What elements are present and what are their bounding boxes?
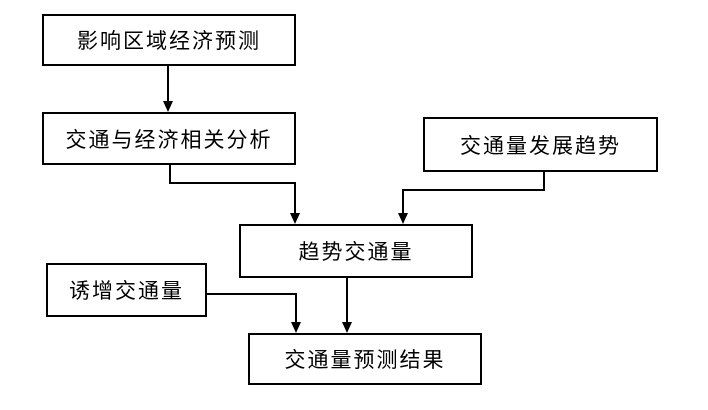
node-traffic-economic-analysis-label: 交通与经济相关分析 [65,127,273,152]
connector-traffic-economic-analysis-to-trend-traffic [169,165,296,215]
node-trend-traffic-label: 趋势交通量 [298,240,414,264]
connector-induced-traffic-to-forecast-result [207,293,297,324]
node-traffic-economic-analysis: 交通与经济相关分析 [42,112,296,165]
node-forecast-result-label: 交通量预测结果 [284,348,446,372]
arrowhead-traffic-economic-analysis-to-trend-traffic [290,213,300,224]
node-trend-traffic: 趋势交通量 [239,224,473,278]
connector-traffic-trend-to-trend-traffic [402,172,545,215]
node-traffic-trend: 交通量发展趋势 [423,117,658,172]
node-economic-forecast-label: 影响区域经济预测 [77,29,261,53]
node-traffic-trend-label: 交通量发展趋势 [460,133,621,158]
arrowhead-trend-traffic-to-forecast-result [342,322,352,333]
node-economic-forecast: 影响区域经济预测 [42,14,296,66]
arrowhead-induced-traffic-to-forecast-result [291,322,301,333]
node-forecast-result: 交通量预测结果 [248,333,482,385]
node-induced-traffic-label: 诱增交通量 [69,279,184,303]
arrowhead-economic-forecast-to-traffic-economic-analysis [163,101,173,112]
arrowhead-traffic-trend-to-trend-traffic [398,213,408,224]
node-induced-traffic: 诱增交通量 [46,263,207,317]
